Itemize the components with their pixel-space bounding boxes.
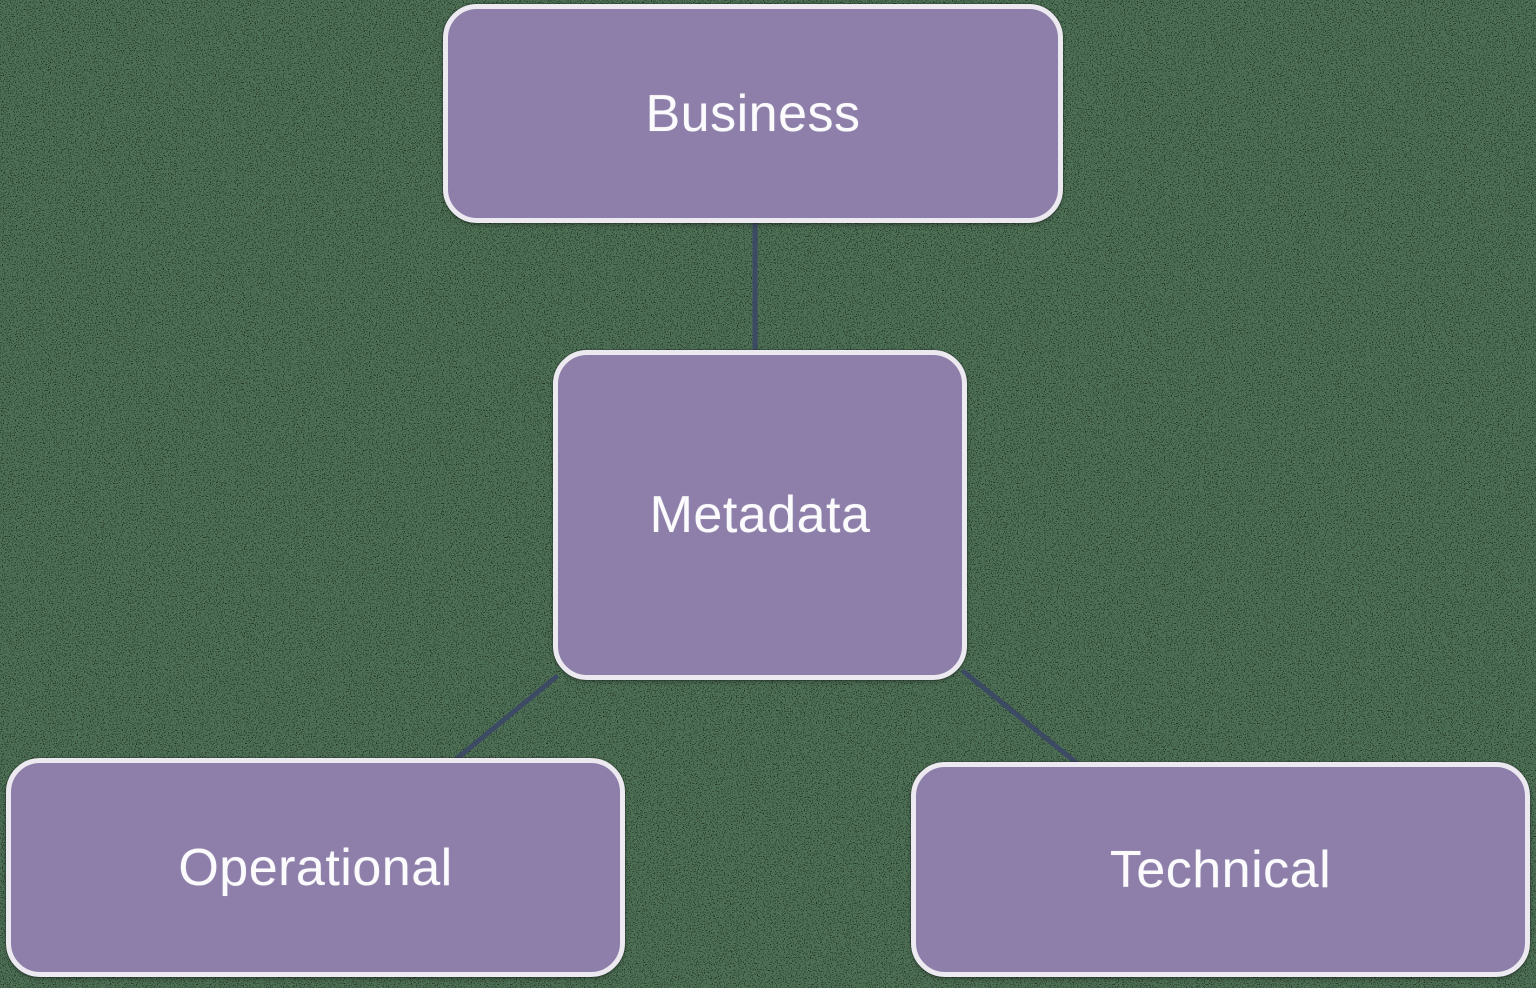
node-business[interactable]: Business (443, 4, 1063, 223)
node-metadata[interactable]: Metadata (553, 350, 967, 680)
node-metadata-label: Metadata (649, 486, 871, 544)
edge-metadata-operational (452, 674, 559, 763)
node-technical[interactable]: Technical (911, 762, 1530, 977)
node-operational-label: Operational (178, 838, 453, 897)
node-business-label: Business (645, 84, 861, 143)
edge-metadata-technical (961, 669, 1081, 767)
node-operational[interactable]: Operational (6, 758, 625, 977)
node-technical-label: Technical (1109, 840, 1332, 899)
